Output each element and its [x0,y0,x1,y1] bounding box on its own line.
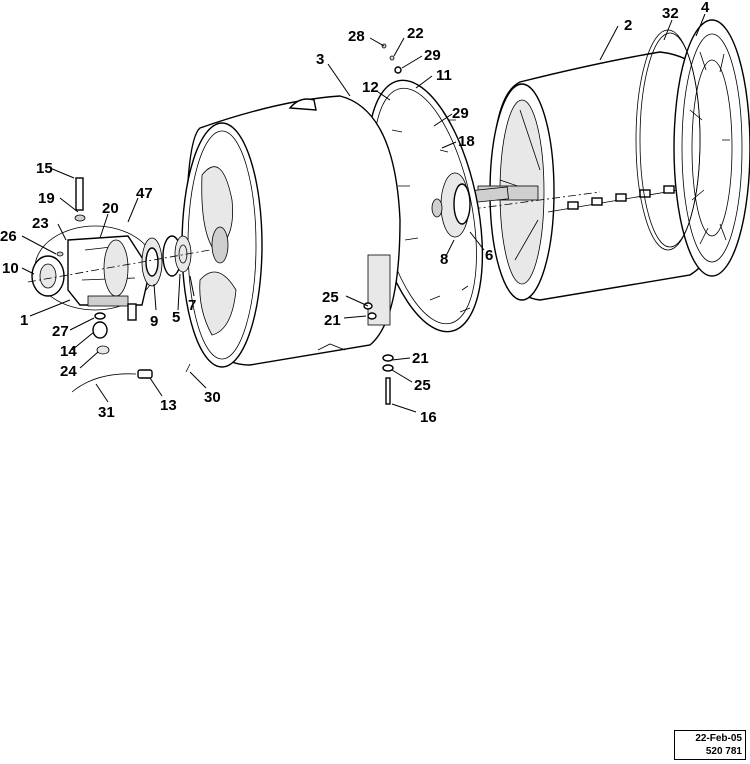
callout-25b: 25 [414,377,431,394]
callout-29b: 29 [452,105,469,122]
callout-20: 20 [102,200,119,217]
stamp-date: 22-Feb-05 [695,733,742,744]
callout-13: 13 [160,397,177,414]
callout-21b: 21 [412,350,429,367]
callout-3: 3 [316,51,324,68]
callout-31: 31 [98,404,115,421]
callout-21a: 21 [324,312,341,329]
callout-9: 9 [150,313,158,330]
callout-8: 8 [440,251,448,268]
callout-47: 47 [136,185,153,202]
callout-15: 15 [36,160,53,177]
rear-ring [673,19,750,277]
bearing-assembly [27,225,211,321]
callout-7: 7 [188,297,196,314]
callout-2: 2 [624,17,632,34]
callout-26: 26 [0,228,17,245]
callout-24: 24 [60,363,77,380]
callout-12: 12 [362,79,379,96]
cylinder-tab-row [567,185,675,210]
callout-23: 23 [32,215,49,232]
callout-5: 5 [172,309,180,326]
callout-18: 18 [458,133,475,150]
fastener-hardware [56,43,402,405]
callout-22: 22 [407,25,424,42]
callout-25a: 25 [322,289,339,306]
callout-6: 6 [485,247,493,264]
callout-labels: 2 32 4 3 28 22 29 11 12 29 18 6 8 15 19 … [0,0,710,426]
callout-11: 11 [436,67,452,84]
stamp-ref: 520 781 [705,746,742,757]
callout-1: 1 [20,312,28,329]
callout-19: 19 [38,190,55,207]
drawing-date-stamp: 22-Feb-05 520 781 [674,730,746,760]
callout-14: 14 [60,343,77,360]
callout-29a: 29 [424,47,441,64]
housing-shell [181,95,401,368]
callout-27: 27 [52,323,69,340]
callout-4: 4 [701,0,710,16]
callout-28: 28 [348,28,365,45]
leader-lines [21,13,706,413]
callout-16: 16 [420,409,437,426]
callout-32: 32 [662,5,679,22]
callout-10: 10 [2,260,19,277]
callout-30: 30 [204,389,221,406]
